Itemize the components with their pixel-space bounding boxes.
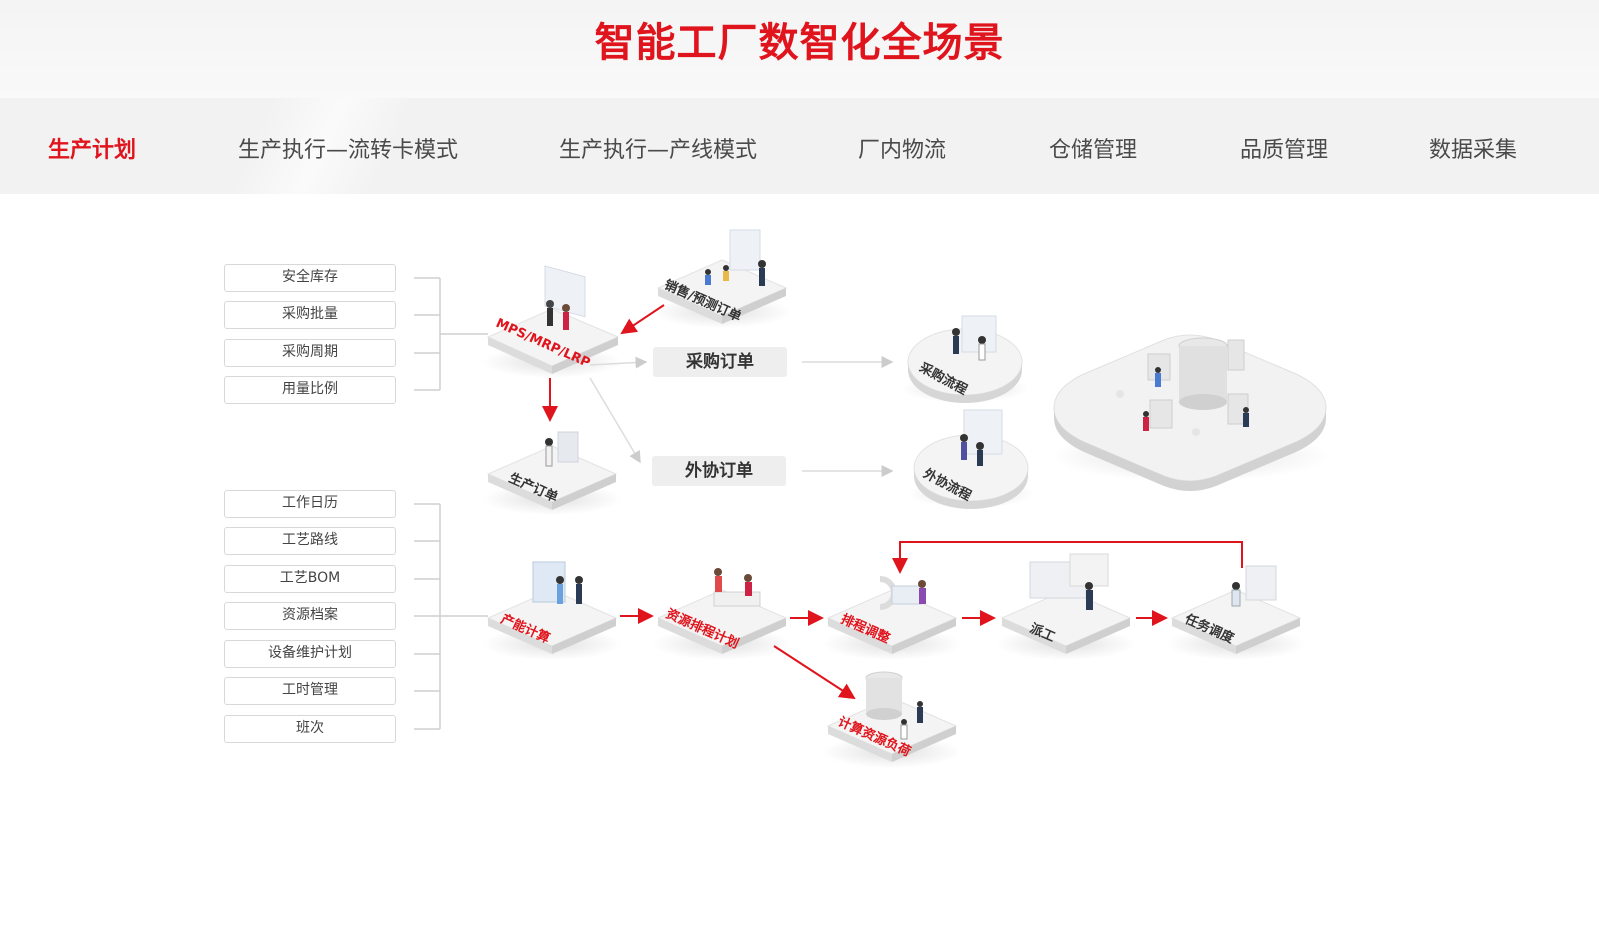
outsource-order-box: 外协订单	[652, 456, 786, 486]
purchase-order-box: 采购订单	[653, 347, 787, 377]
input-shift: 班次	[224, 715, 396, 743]
platform-dispatch	[996, 553, 1136, 660]
input-purchase-cycle: 采购周期	[224, 339, 396, 367]
page-title: 智能工厂数智化全场景	[594, 20, 1005, 66]
platform-resource-scheduling	[652, 568, 792, 660]
tab-quality-management[interactable]: 品质管理	[1240, 138, 1329, 163]
header: 智能工厂数智化全场景	[0, 0, 1599, 98]
bracket-top	[414, 277, 488, 391]
tab-data-collection[interactable]: 数据采集	[1429, 138, 1518, 163]
bracket-bottom	[414, 503, 488, 730]
input-process-route: 工艺路线	[224, 527, 396, 555]
diagram-graphics	[414, 229, 1330, 768]
platform-sales-order	[652, 229, 792, 328]
input-process-bom: 工艺BOM	[224, 565, 396, 593]
input-work-hours: 工时管理	[224, 677, 396, 705]
input-purchase-batch: 采购批量	[224, 301, 396, 329]
platform-calc-resource-load	[822, 671, 962, 768]
platform-purchase-flow	[901, 315, 1029, 403]
platform-outsource-flow	[907, 409, 1035, 509]
input-safety-stock: 安全库存	[224, 264, 396, 292]
platform-mps	[482, 265, 622, 378]
tab-warehouse-management[interactable]: 仓储管理	[1049, 138, 1138, 163]
platform-scheduling-adjust	[822, 576, 962, 660]
platform-capacity-calc	[482, 561, 622, 660]
platform-task-dispatch	[1166, 565, 1306, 660]
production-plan-diagram: 安全库存 采购批量 采购周期 用量比例 工作日历 工艺路线 工艺BOM 资源档案…	[0, 194, 1599, 947]
tab-execution-card-mode[interactable]: 生产执行—流转卡模式	[238, 138, 459, 163]
tab-bar: 生产计划 生产执行—流转卡模式 生产执行—产线模式 厂内物流 仓储管理 品质管理…	[0, 98, 1599, 194]
platform-production-order	[482, 431, 622, 515]
input-work-calendar: 工作日历	[224, 490, 396, 518]
tab-in-plant-logistics[interactable]: 厂内物流	[858, 138, 947, 163]
input-resource-file: 资源档案	[224, 602, 396, 630]
node-platforms	[482, 229, 1330, 768]
input-usage-ratio: 用量比例	[224, 376, 396, 404]
tab-execution-line-mode[interactable]: 生产执行—产线模式	[559, 138, 758, 163]
platform-warehouse	[1050, 334, 1330, 491]
connectors	[542, 304, 1243, 700]
input-equipment-maintenance: 设备维护计划	[224, 640, 396, 668]
tab-production-plan[interactable]: 生产计划	[48, 138, 137, 163]
decorative-streak	[150, 98, 530, 194]
